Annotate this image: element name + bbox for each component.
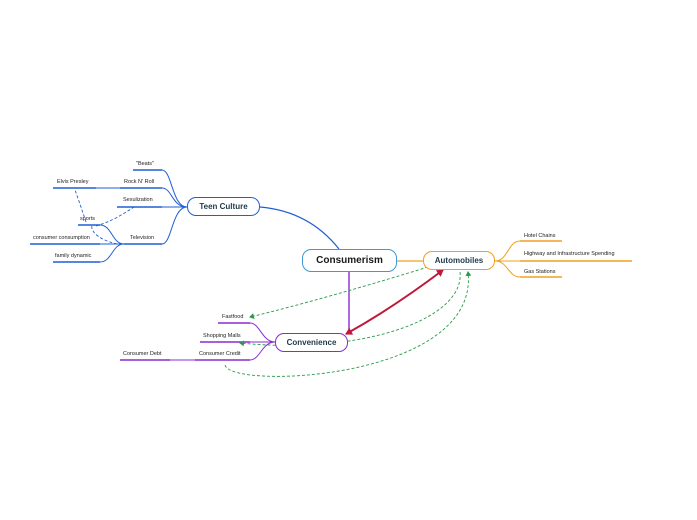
subtopic-consumer-debt[interactable]: Consumer Debt (123, 351, 162, 357)
relationship-sports-sexulization[interactable] (95, 206, 135, 227)
topic-convenience[interactable]: Convenience (275, 333, 348, 352)
subtopic-sports[interactable]: sports (80, 216, 95, 222)
subtopic-fastfood[interactable]: Fastfood (222, 314, 244, 320)
central-topic-consumerism[interactable]: Consumerism (302, 249, 397, 272)
automobiles-branches (494, 240, 632, 278)
subtopic-highway-infrastructure[interactable]: Highway and Infrastructure Spending (524, 251, 615, 257)
subtopic-hotel-chains[interactable]: Hotel Chains (524, 233, 556, 239)
connector-central-teen-culture (259, 206, 340, 250)
subtopic-gas-stations[interactable]: Gas Stations (524, 269, 556, 275)
teen-culture-underlines (30, 169, 162, 263)
teen-culture-branches (30, 169, 188, 263)
topic-teen-culture[interactable]: Teen Culture (187, 197, 260, 216)
relationship-sports-elvis[interactable] (74, 189, 87, 223)
subtopic-shopping-malls[interactable]: Shopping Malls (203, 333, 241, 339)
subtopic-elvis-presley[interactable]: Elvis Presley (57, 179, 89, 185)
relationship-automobiles-fastfood[interactable] (249, 266, 429, 319)
subtopic-rock-n-roll[interactable]: Rock N' Roll (124, 179, 155, 185)
subtopic-consumer-credit[interactable]: Consumer Credit (199, 351, 241, 357)
subtopic-family-dynamic[interactable]: family dynamic (55, 253, 92, 259)
relationship-consumer-credit-automobiles[interactable] (224, 271, 472, 377)
relationship-television-sports[interactable] (91, 224, 118, 245)
relationship-automobiles-shopping-malls[interactable] (239, 271, 461, 347)
subtopic-television[interactable]: Television (130, 235, 155, 241)
automobiles-underlines (520, 240, 632, 278)
subtopic-consumer-consumption[interactable]: consumer consumption (33, 235, 90, 241)
relationship-automobiles-convenience[interactable] (345, 269, 444, 335)
subtopic-beats[interactable]: "Beats" (136, 161, 154, 167)
subtopic-sexulization[interactable]: Sexulization (123, 197, 153, 203)
topic-automobiles[interactable]: Automobiles (423, 251, 495, 270)
